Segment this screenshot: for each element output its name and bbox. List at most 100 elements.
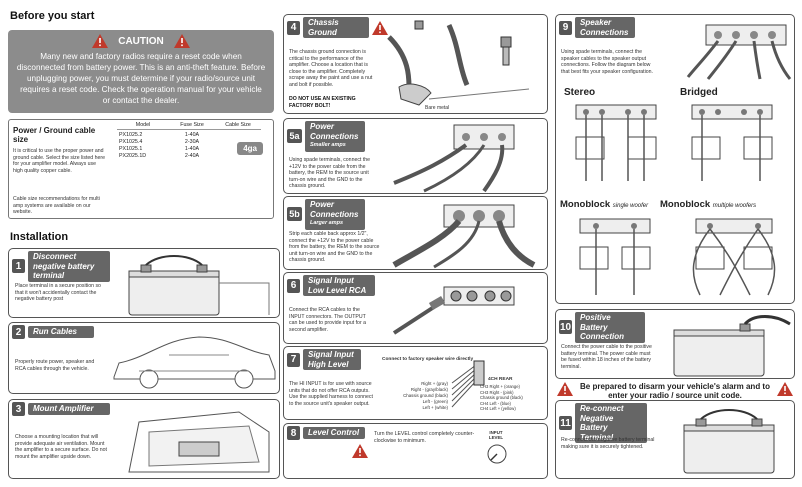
step-subtitle: Larger amps bbox=[310, 220, 344, 226]
wire-label: Chassis ground (black) bbox=[403, 393, 448, 398]
monoblock-sub: single woofer bbox=[612, 203, 649, 209]
before-you-start-heading: Before you start bbox=[10, 10, 95, 22]
col-header-fuse: Fuse Size bbox=[180, 122, 204, 128]
step-text: The HI INPUT is for use with source unit… bbox=[289, 381, 373, 407]
step-title: Positive Battery Connection bbox=[575, 312, 645, 343]
bridged-label: Bridged bbox=[680, 87, 718, 98]
model-cell: PX1025.4 bbox=[119, 138, 143, 145]
monoblock-sub: multiple woofers bbox=[712, 203, 757, 209]
step-number: 10 bbox=[559, 320, 572, 335]
cable-size-badge: 4ga bbox=[237, 142, 263, 155]
power-ground-box: Power / Ground cable size It is critical… bbox=[8, 119, 274, 219]
battery-illustration bbox=[128, 255, 270, 316]
col-header-model: Model bbox=[135, 122, 151, 128]
step-number: 11 bbox=[559, 416, 572, 430]
wire-label: CH4 Left + (yellow) bbox=[480, 406, 516, 412]
level-knob-icon bbox=[487, 444, 507, 464]
step-title: Signal Input High Level bbox=[303, 349, 361, 370]
step-text: Place terminal in a secure position so t… bbox=[15, 283, 101, 303]
step-title: Speaker Connections bbox=[575, 17, 635, 38]
step-text: Using spade terminals, connect the speak… bbox=[561, 49, 653, 75]
warning-icon bbox=[173, 34, 190, 48]
warning-icon bbox=[557, 382, 573, 396]
step-number: 8 bbox=[287, 426, 300, 440]
monoblock-single-diagram bbox=[579, 218, 651, 295]
step-number: 5a bbox=[287, 129, 302, 144]
table-row: PX1025.2 1-40A bbox=[117, 132, 261, 139]
step-title: Chassis Ground bbox=[303, 17, 369, 38]
step-number: 2 bbox=[12, 325, 25, 339]
wire-label: Chassis ground (black) bbox=[480, 395, 523, 401]
caution-box: CAUTION Many new and factory radios requ… bbox=[8, 30, 274, 113]
spade-terminal-illustration bbox=[393, 124, 515, 193]
caution-title: CAUTION bbox=[118, 35, 164, 47]
wire-label: Right - (gray/black) bbox=[410, 387, 448, 392]
step-title: Re-connect Negative Battery Terminal bbox=[575, 403, 647, 443]
step-subtitle: Smaller amps bbox=[310, 142, 346, 148]
monoblock-label: Monoblock bbox=[560, 199, 611, 210]
alarm-warning-text: Be prepared to disarm your vehicle's ala… bbox=[580, 382, 770, 400]
power-ground-title: Power / Ground cable size bbox=[13, 126, 96, 144]
step-number: 1 bbox=[12, 259, 25, 274]
step-text: Turn the LEVEL control completely counte… bbox=[374, 431, 475, 444]
step-title: Signal Input Low Level RCA bbox=[303, 275, 375, 296]
stereo-wiring-diagram bbox=[575, 104, 657, 181]
step-title: Run Cables bbox=[28, 326, 94, 338]
warning-icon bbox=[92, 34, 109, 48]
ground-bolt-illustration: Bare metal bbox=[387, 20, 530, 111]
warning-icon bbox=[777, 382, 793, 396]
stereo-label: Stereo bbox=[564, 87, 596, 98]
rca-illustration bbox=[392, 286, 515, 335]
fuse-cell: 2-40A bbox=[184, 152, 200, 159]
monoblock-multiple-diagram bbox=[692, 218, 776, 296]
step-text: The chassis ground connection is critica… bbox=[289, 49, 373, 88]
large-terminal-illustration bbox=[392, 204, 536, 269]
step-text: Choose a mounting location that will pro… bbox=[15, 434, 107, 460]
model-cell: PX1025.2 bbox=[119, 131, 143, 138]
step-text: Using spade terminals, connect the +12V … bbox=[289, 157, 371, 190]
step-number: 9 bbox=[559, 20, 572, 35]
step-number: 5b bbox=[287, 207, 302, 222]
wire-label: CH4 Left - (blue) bbox=[480, 400, 511, 406]
step-title: Mount Amplifier bbox=[28, 403, 110, 415]
step-title: Power Connections bbox=[310, 122, 359, 141]
model-cell: PX2025.1D bbox=[119, 152, 147, 159]
power-ground-note: Cable size recommendations for multi amp… bbox=[13, 196, 100, 216]
step-number: 4 bbox=[287, 20, 300, 35]
installation-heading: Installation bbox=[10, 231, 69, 243]
fuse-cell: 1-40A bbox=[184, 131, 200, 138]
wire-label: CH3 Right + (orange) bbox=[480, 384, 520, 389]
step-text: Properly route power, speaker and RCA ca… bbox=[15, 359, 95, 372]
monoblock-label: Monoblock bbox=[660, 199, 711, 210]
warning-icon bbox=[352, 444, 368, 458]
positive-battery-illustration bbox=[673, 315, 791, 377]
monoblock-single-label: Monoblock single woofer bbox=[560, 199, 648, 210]
trunk-illustration bbox=[128, 411, 270, 473]
warning-icon bbox=[372, 20, 388, 35]
step-text: Connect the power cable to the positive … bbox=[561, 344, 652, 370]
high-level-diagram-title: Connect to factory speaker wire directly bbox=[382, 357, 474, 362]
step-text: Re-connect the negative battery terminal… bbox=[561, 437, 655, 450]
car-illustration bbox=[113, 336, 276, 389]
power-ground-desc: It is critical to use the proper power a… bbox=[13, 148, 105, 174]
bridged-wiring-diagram bbox=[691, 104, 773, 181]
fuse-cell: 1-40A bbox=[184, 145, 200, 152]
negative-battery-illustration bbox=[683, 409, 775, 474]
step-number: 7 bbox=[287, 352, 300, 367]
step-text: Strip each cable back approx 1/2", conne… bbox=[289, 231, 380, 264]
harness-illustration bbox=[451, 360, 485, 408]
speaker-terminal-illustration bbox=[686, 24, 792, 80]
wire-label: Left + (white) bbox=[422, 405, 448, 410]
